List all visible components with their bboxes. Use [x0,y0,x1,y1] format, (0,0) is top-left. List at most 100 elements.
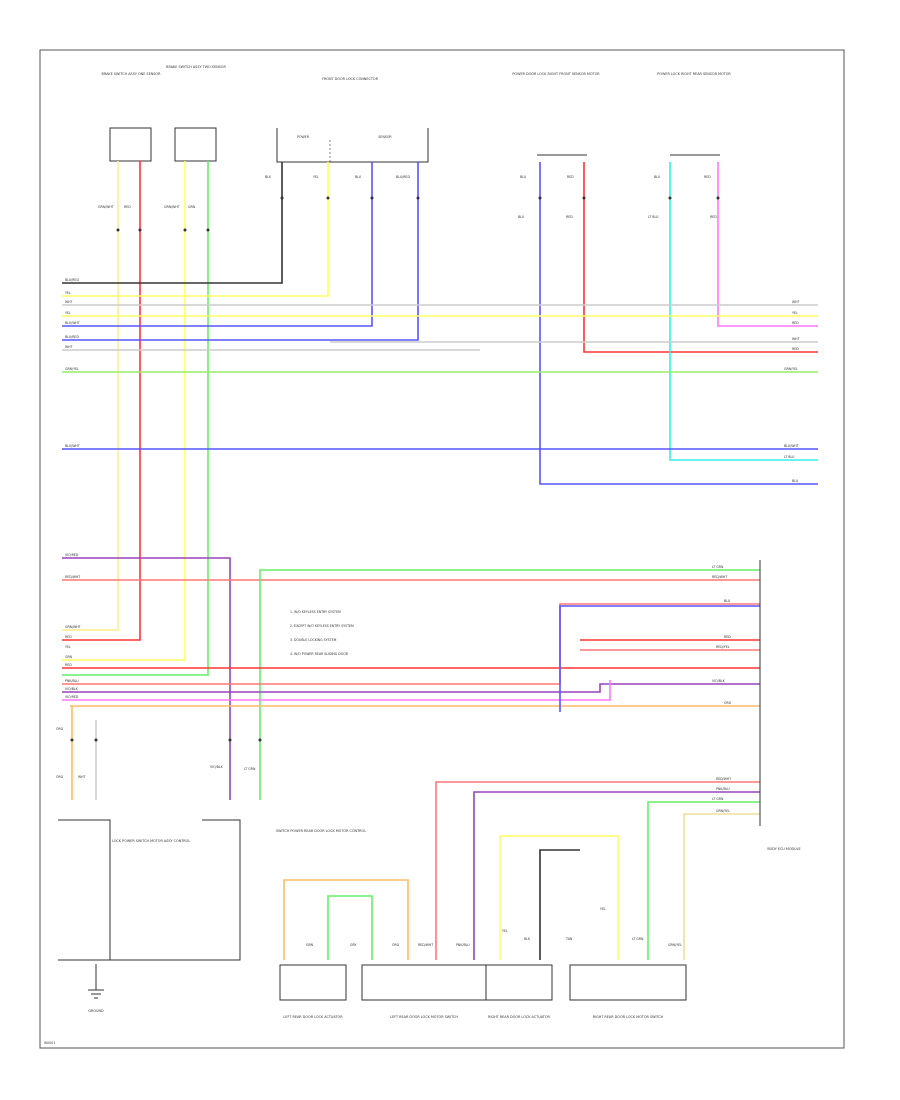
svg-text:GRY: GRY [350,943,356,947]
svg-text:VIO/RED: VIO/RED [65,553,79,557]
svg-text:PNK/BLU: PNK/BLU [65,679,79,683]
svg-text:LT GRN: LT GRN [712,565,724,569]
svg-text:WHT: WHT [78,775,86,779]
svg-text:BLU: BLU [724,599,731,603]
note-2: 2. EXCEPT W/O KEYLESS ENTRY SYSTEM [290,624,354,628]
svg-text:RED: RED [65,635,72,639]
actuator-left-rear-switch: LEFT REAR DOOR LOCK MOTOR SWITCH [361,964,487,1019]
svg-text:BLU: BLU [520,175,527,179]
note-4: 4. W/O POWER REAR SLIDING DOOR [290,652,349,656]
connector-pins [70,196,720,742]
switch-assembly-left: LOCK POWER SWITCH MOTOR ASSY CONTROL GRO… [58,819,190,1013]
svg-text:RED/WHT: RED/WHT [712,575,727,579]
svg-text:POWER: POWER [297,135,310,139]
switch-assembly-right: SWITCH POWER REAR DOOR LOCK MOTOR CONTRO… [110,819,366,961]
svg-text:RED: RED [124,205,131,209]
note-3: 3. DOUBLE LOCKING SYSTEM [290,638,337,642]
svg-text:GRN: GRN [306,943,314,947]
svg-text:LT GRN: LT GRN [712,797,724,801]
svg-text:YEL: YEL [600,907,606,911]
svg-text:GRN/YEL: GRN/YEL [716,809,730,813]
svg-text:YEL: YEL [65,291,71,295]
svg-text:BLU/WHT: BLU/WHT [784,444,799,448]
svg-text:VIO/RED: VIO/RED [65,695,79,699]
page-code: W0001 [44,1041,55,1045]
svg-text:YEL: YEL [502,929,508,933]
component-front-door-lock-connector: FRONT DOOR LOCK CONNECTOR POWER SENSOR [276,77,429,163]
svg-text:ORG: ORG [56,727,64,731]
svg-text:WHT: WHT [65,345,73,349]
svg-text:GRN/YEL: GRN/YEL [668,943,682,947]
svg-text:GRN/YEL: GRN/YEL [65,367,79,371]
svg-text:BLU/WHT: BLU/WHT [65,444,80,448]
component-brake-switch-two: BRAKE SWITCH ASSY TWO SENSOR [166,65,226,162]
ecu-bus-wires [62,557,760,800]
svg-text:RED: RED [567,175,574,179]
svg-text:WHT: WHT [65,300,73,304]
svg-text:BLK: BLK [265,175,272,179]
horizontal-bus-wires [62,304,818,450]
svg-text:LT BLU: LT BLU [784,455,795,459]
svg-text:GRN: GRN [188,205,196,209]
svg-text:RED: RED [724,635,731,639]
svg-text:RED: RED [792,321,799,325]
component-brake-switch-one: BRAKE SWITCH ASSY ONE SENSOR [102,72,162,162]
svg-text:GRN/WHT: GRN/WHT [65,625,81,629]
svg-text:SWITCH POWER REAR DOOR LOCK MO: SWITCH POWER REAR DOOR LOCK MOTOR CONTRO… [276,829,366,833]
svg-text:RED: RED [710,215,717,219]
body-ecu-connector: BODY ECU MODULE [759,560,801,851]
svg-text:YEL: YEL [792,311,798,315]
svg-text:RED: RED [792,347,799,351]
svg-text:POWER DOOR LOCK RIGHT FRONT SE: POWER DOOR LOCK RIGHT FRONT SENSOR MOTOR [512,72,600,76]
svg-text:YEL: YEL [65,645,71,649]
svg-text:RED/WHT: RED/WHT [65,575,80,579]
svg-text:RED: RED [704,175,711,179]
svg-text:BLU/WHT: BLU/WHT [65,321,80,325]
svg-text:GRN/WHT: GRN/WHT [98,205,114,209]
svg-text:BLK: BLK [524,937,531,941]
svg-text:YEL: YEL [65,311,71,315]
svg-text:BODY ECU MODULE: BODY ECU MODULE [767,847,800,851]
svg-text:BLU: BLU [355,175,362,179]
svg-text:LEFT REAR DOOR LOCK ACTUATOR: LEFT REAR DOOR LOCK ACTUATOR [283,1015,343,1019]
svg-text:ORG: ORG [392,943,400,947]
svg-text:FRONT DOOR LOCK CONNECTOR: FRONT DOOR LOCK CONNECTOR [322,77,379,81]
svg-text:GRN/WHT: GRN/WHT [164,205,180,209]
svg-text:LT BLU: LT BLU [648,215,659,219]
svg-text:RIGHT REAR DOOR LOCK ACTUATOR: RIGHT REAR DOOR LOCK ACTUATOR [488,1015,550,1019]
svg-text:BLU/RED: BLU/RED [65,335,79,339]
svg-text:WHT: WHT [792,300,800,304]
component-right-front-motor: POWER DOOR LOCK RIGHT FRONT SENSOR MOTOR [512,72,600,156]
diagram-frame [39,49,845,1049]
svg-text:VIO/BLK: VIO/BLK [712,679,726,683]
actuator-right-rear: RIGHT REAR DOOR LOCK ACTUATOR [485,964,553,1019]
svg-text:VIO/BLK: VIO/BLK [65,687,79,691]
wire-labels: BLU/RED YEL WHT YEL BLU/WHT BLU/RED WHT … [56,175,800,947]
svg-text:PNK/BLU: PNK/BLU [456,943,470,947]
svg-text:SENSOR: SENSOR [378,135,392,139]
actuator-wires [71,706,760,960]
svg-text:ORG: ORG [56,775,64,779]
svg-text:RED: RED [566,215,573,219]
svg-text:RED: RED [65,663,72,667]
svg-text:BRAKE SWITCH ASSY ONE SENSOR: BRAKE SWITCH ASSY ONE SENSOR [102,72,162,76]
svg-text:LEFT REAR DOOR LOCK MOTOR SWIT: LEFT REAR DOOR LOCK MOTOR SWITCH [390,1015,458,1019]
svg-text:BLU/RED: BLU/RED [65,278,79,282]
component-right-rear-motor: POWER LOCK RIGHT REAR SENSOR MOTOR [657,72,731,156]
svg-text:BLU: BLU [518,215,525,219]
svg-text:LT GRN: LT GRN [244,767,256,771]
svg-text:BLU/RED: BLU/RED [396,175,410,179]
svg-text:BLU: BLU [792,479,799,483]
actuator-left-rear: LEFT REAR DOOR LOCK ACTUATOR [279,964,347,1019]
note-1: 1. W/O KEYLESS ENTRY SYSTEM [290,610,341,614]
svg-text:BLU: BLU [654,175,661,179]
top-vertical-wires [62,161,818,676]
ground-label: GROUND [88,1009,104,1013]
svg-text:RIGHT REAR DOOR LOCK MOTOR SWI: RIGHT REAR DOOR LOCK MOTOR SWITCH [593,1015,664,1019]
notes-block: 1. W/O KEYLESS ENTRY SYSTEM 2. EXCEPT W/… [290,610,354,656]
svg-text:ORG: ORG [724,701,732,705]
svg-text:TAN: TAN [565,937,573,941]
svg-text:LOCK POWER SWITCH MOTOR ASSY C: LOCK POWER SWITCH MOTOR ASSY CONTROL [112,839,190,843]
svg-text:WHT: WHT [792,337,800,341]
